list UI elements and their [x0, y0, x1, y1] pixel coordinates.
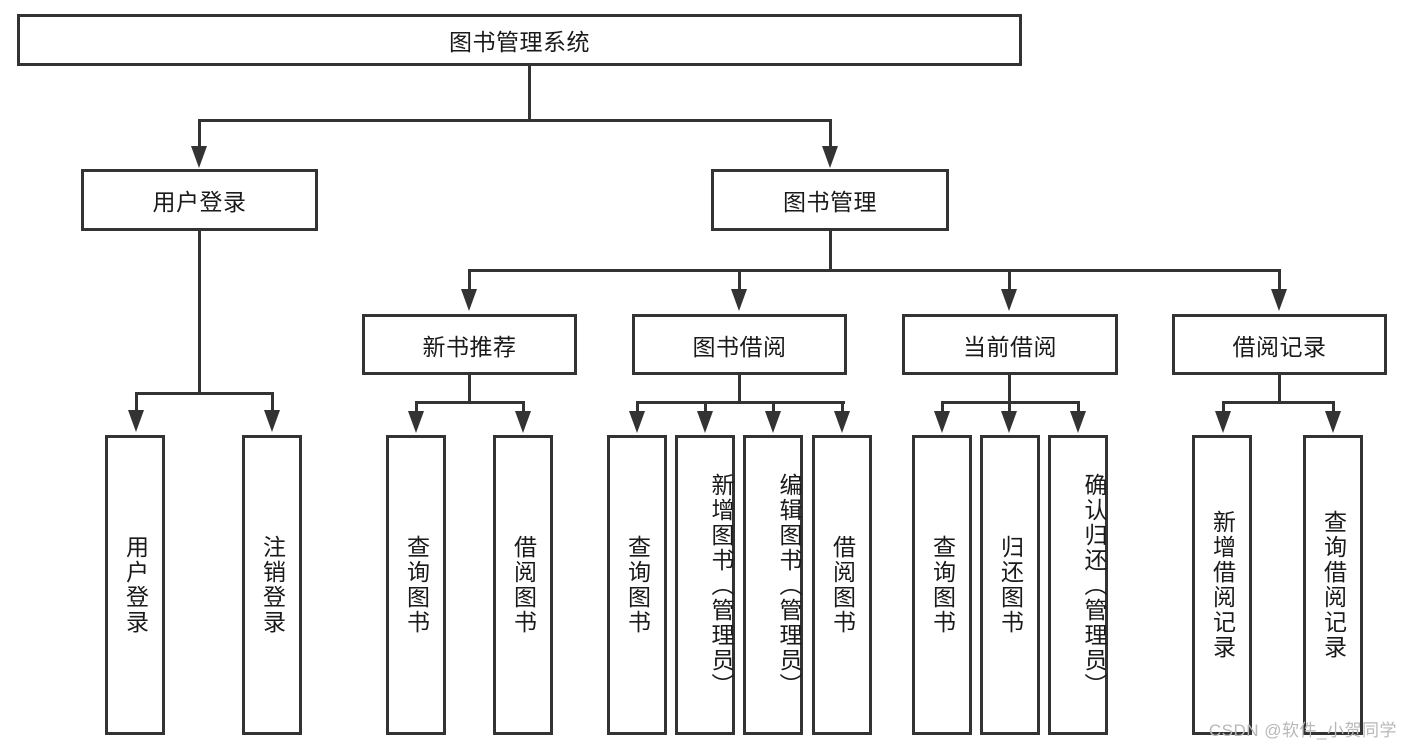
node-label: 查询图书	[403, 535, 430, 635]
arrow-new-book-to-leaf-2	[515, 411, 531, 433]
node-label: 新书推荐	[422, 333, 517, 360]
leaf-book-borrow-borrow-book[interactable]: 借阅图书	[812, 435, 872, 735]
edge-book-borrow-bus	[636, 401, 845, 404]
edge-book-mgmt-stem	[829, 231, 832, 271]
arrow-root-to-book-mgmt	[822, 146, 838, 168]
edge-user-login-to-leaf-2	[271, 392, 274, 413]
node-label: 用户登录	[152, 189, 247, 215]
arrow-user-login-to-leaf-1	[128, 410, 144, 432]
edge-book-mgmt-to-new-book	[468, 269, 471, 292]
node-borrow-record[interactable]: 借阅记录	[1172, 314, 1387, 375]
leaf-new-book-query-book[interactable]: 查询图书	[386, 435, 446, 735]
edge-book-borrow-to-leaf-3	[772, 401, 775, 414]
edge-user-login-bus	[135, 392, 274, 395]
edge-root-stem	[528, 66, 531, 120]
edge-current-borrow-to-leaf-2	[1008, 401, 1011, 414]
arrow-book-borrow-to-leaf-1	[629, 411, 645, 433]
edge-borrow-record-stem	[1278, 375, 1281, 403]
arrow-borrow-record-to-leaf-2	[1325, 411, 1341, 433]
node-label: 确认归还（管理员）	[1081, 472, 1107, 698]
node-label: 编辑图书（管理员）	[776, 472, 802, 698]
edge-book-borrow-to-leaf-1	[636, 401, 639, 414]
edge-book-mgmt-to-current-borrow	[1008, 269, 1011, 292]
node-label: 查询图书	[624, 535, 651, 635]
edge-borrow-record-bus	[1222, 401, 1335, 404]
edge-new-book-stem	[468, 375, 471, 403]
node-new-book-recommend[interactable]: 新书推荐	[362, 314, 577, 375]
edge-book-borrow-to-leaf-4	[841, 401, 844, 414]
node-label: 图书管理	[783, 189, 877, 215]
edge-borrow-record-to-leaf-2	[1332, 401, 1335, 414]
leaf-user-login-logout[interactable]: 注销登录	[242, 435, 302, 735]
arrow-book-mgmt-to-book-borrow	[731, 289, 747, 311]
leaf-book-borrow-query-book[interactable]: 查询图书	[607, 435, 667, 735]
node-current-borrow[interactable]: 当前借阅	[902, 314, 1118, 375]
node-label: 注销登录	[259, 535, 286, 635]
node-label: 用户登录	[122, 535, 149, 635]
leaf-current-borrow-query-book[interactable]: 查询图书	[912, 435, 972, 735]
edge-current-borrow-to-leaf-3	[1077, 401, 1080, 414]
arrow-borrow-record-to-leaf-1	[1215, 411, 1231, 433]
edge-book-mgmt-to-book-borrow	[738, 269, 741, 292]
arrow-root-to-user-login	[191, 146, 207, 168]
node-label: 新增图书（管理员）	[708, 472, 734, 698]
edge-book-borrow-stem	[738, 375, 741, 403]
edge-current-borrow-to-leaf-1	[941, 401, 944, 414]
leaf-book-borrow-add-book[interactable]: 新增图书（管理员）	[675, 435, 735, 735]
node-book-management[interactable]: 图书管理	[711, 169, 949, 231]
leaf-current-borrow-confirm-return[interactable]: 确认归还（管理员）	[1048, 435, 1108, 735]
arrow-current-borrow-to-leaf-2	[1001, 411, 1017, 433]
node-label: 归还图书	[997, 535, 1024, 635]
edge-root-bus	[198, 119, 832, 122]
node-book-borrow[interactable]: 图书借阅	[632, 314, 847, 375]
node-label: 图书借阅	[692, 333, 787, 360]
edge-book-mgmt-bus	[468, 269, 1281, 272]
node-label: 查询图书	[929, 535, 956, 635]
edge-book-borrow-to-leaf-2	[704, 401, 707, 414]
arrow-current-borrow-to-leaf-3	[1070, 411, 1086, 433]
leaf-borrow-record-query-record[interactable]: 查询借阅记录	[1303, 435, 1363, 735]
arrow-book-mgmt-to-borrow-record	[1271, 289, 1287, 311]
leaf-book-borrow-edit-book[interactable]: 编辑图书（管理员）	[743, 435, 803, 735]
leaf-current-borrow-return-book[interactable]: 归还图书	[980, 435, 1040, 735]
edge-root-to-user-login	[198, 119, 201, 150]
node-label: 新增借阅记录	[1209, 510, 1236, 660]
node-label: 借阅图书	[510, 535, 537, 635]
edge-user-login-to-leaf-1	[135, 392, 138, 413]
edge-new-book-to-leaf-2	[522, 401, 525, 414]
arrow-user-login-to-leaf-2	[264, 410, 280, 432]
node-label: 借阅记录	[1232, 333, 1327, 360]
edge-root-to-book-mgmt	[829, 119, 832, 150]
node-label: 图书管理系统	[449, 29, 590, 55]
node-label: 借阅图书	[829, 535, 856, 635]
edge-user-login-stem	[198, 231, 201, 394]
arrow-book-borrow-to-leaf-4	[834, 411, 850, 433]
arrow-book-borrow-to-leaf-2	[697, 411, 713, 433]
leaf-user-login-login[interactable]: 用户登录	[105, 435, 165, 735]
edge-new-book-to-leaf-1	[415, 401, 418, 414]
leaf-new-book-borrow-book[interactable]: 借阅图书	[493, 435, 553, 735]
node-root-system[interactable]: 图书管理系统	[17, 14, 1022, 66]
arrow-book-mgmt-to-current-borrow	[1001, 289, 1017, 311]
edge-book-mgmt-to-borrow-record	[1278, 269, 1281, 292]
node-user-login[interactable]: 用户登录	[81, 169, 318, 231]
leaf-borrow-record-add-record[interactable]: 新增借阅记录	[1192, 435, 1252, 735]
arrow-new-book-to-leaf-1	[408, 411, 424, 433]
node-label: 查询借阅记录	[1320, 510, 1347, 660]
arrow-current-borrow-to-leaf-1	[934, 411, 950, 433]
edge-new-book-bus	[415, 401, 525, 404]
arrow-book-mgmt-to-new-book	[461, 289, 477, 311]
edge-borrow-record-to-leaf-1	[1222, 401, 1225, 414]
arrow-book-borrow-to-leaf-3	[765, 411, 781, 433]
edge-current-borrow-stem	[1008, 375, 1011, 403]
node-label: 当前借阅	[963, 333, 1057, 360]
